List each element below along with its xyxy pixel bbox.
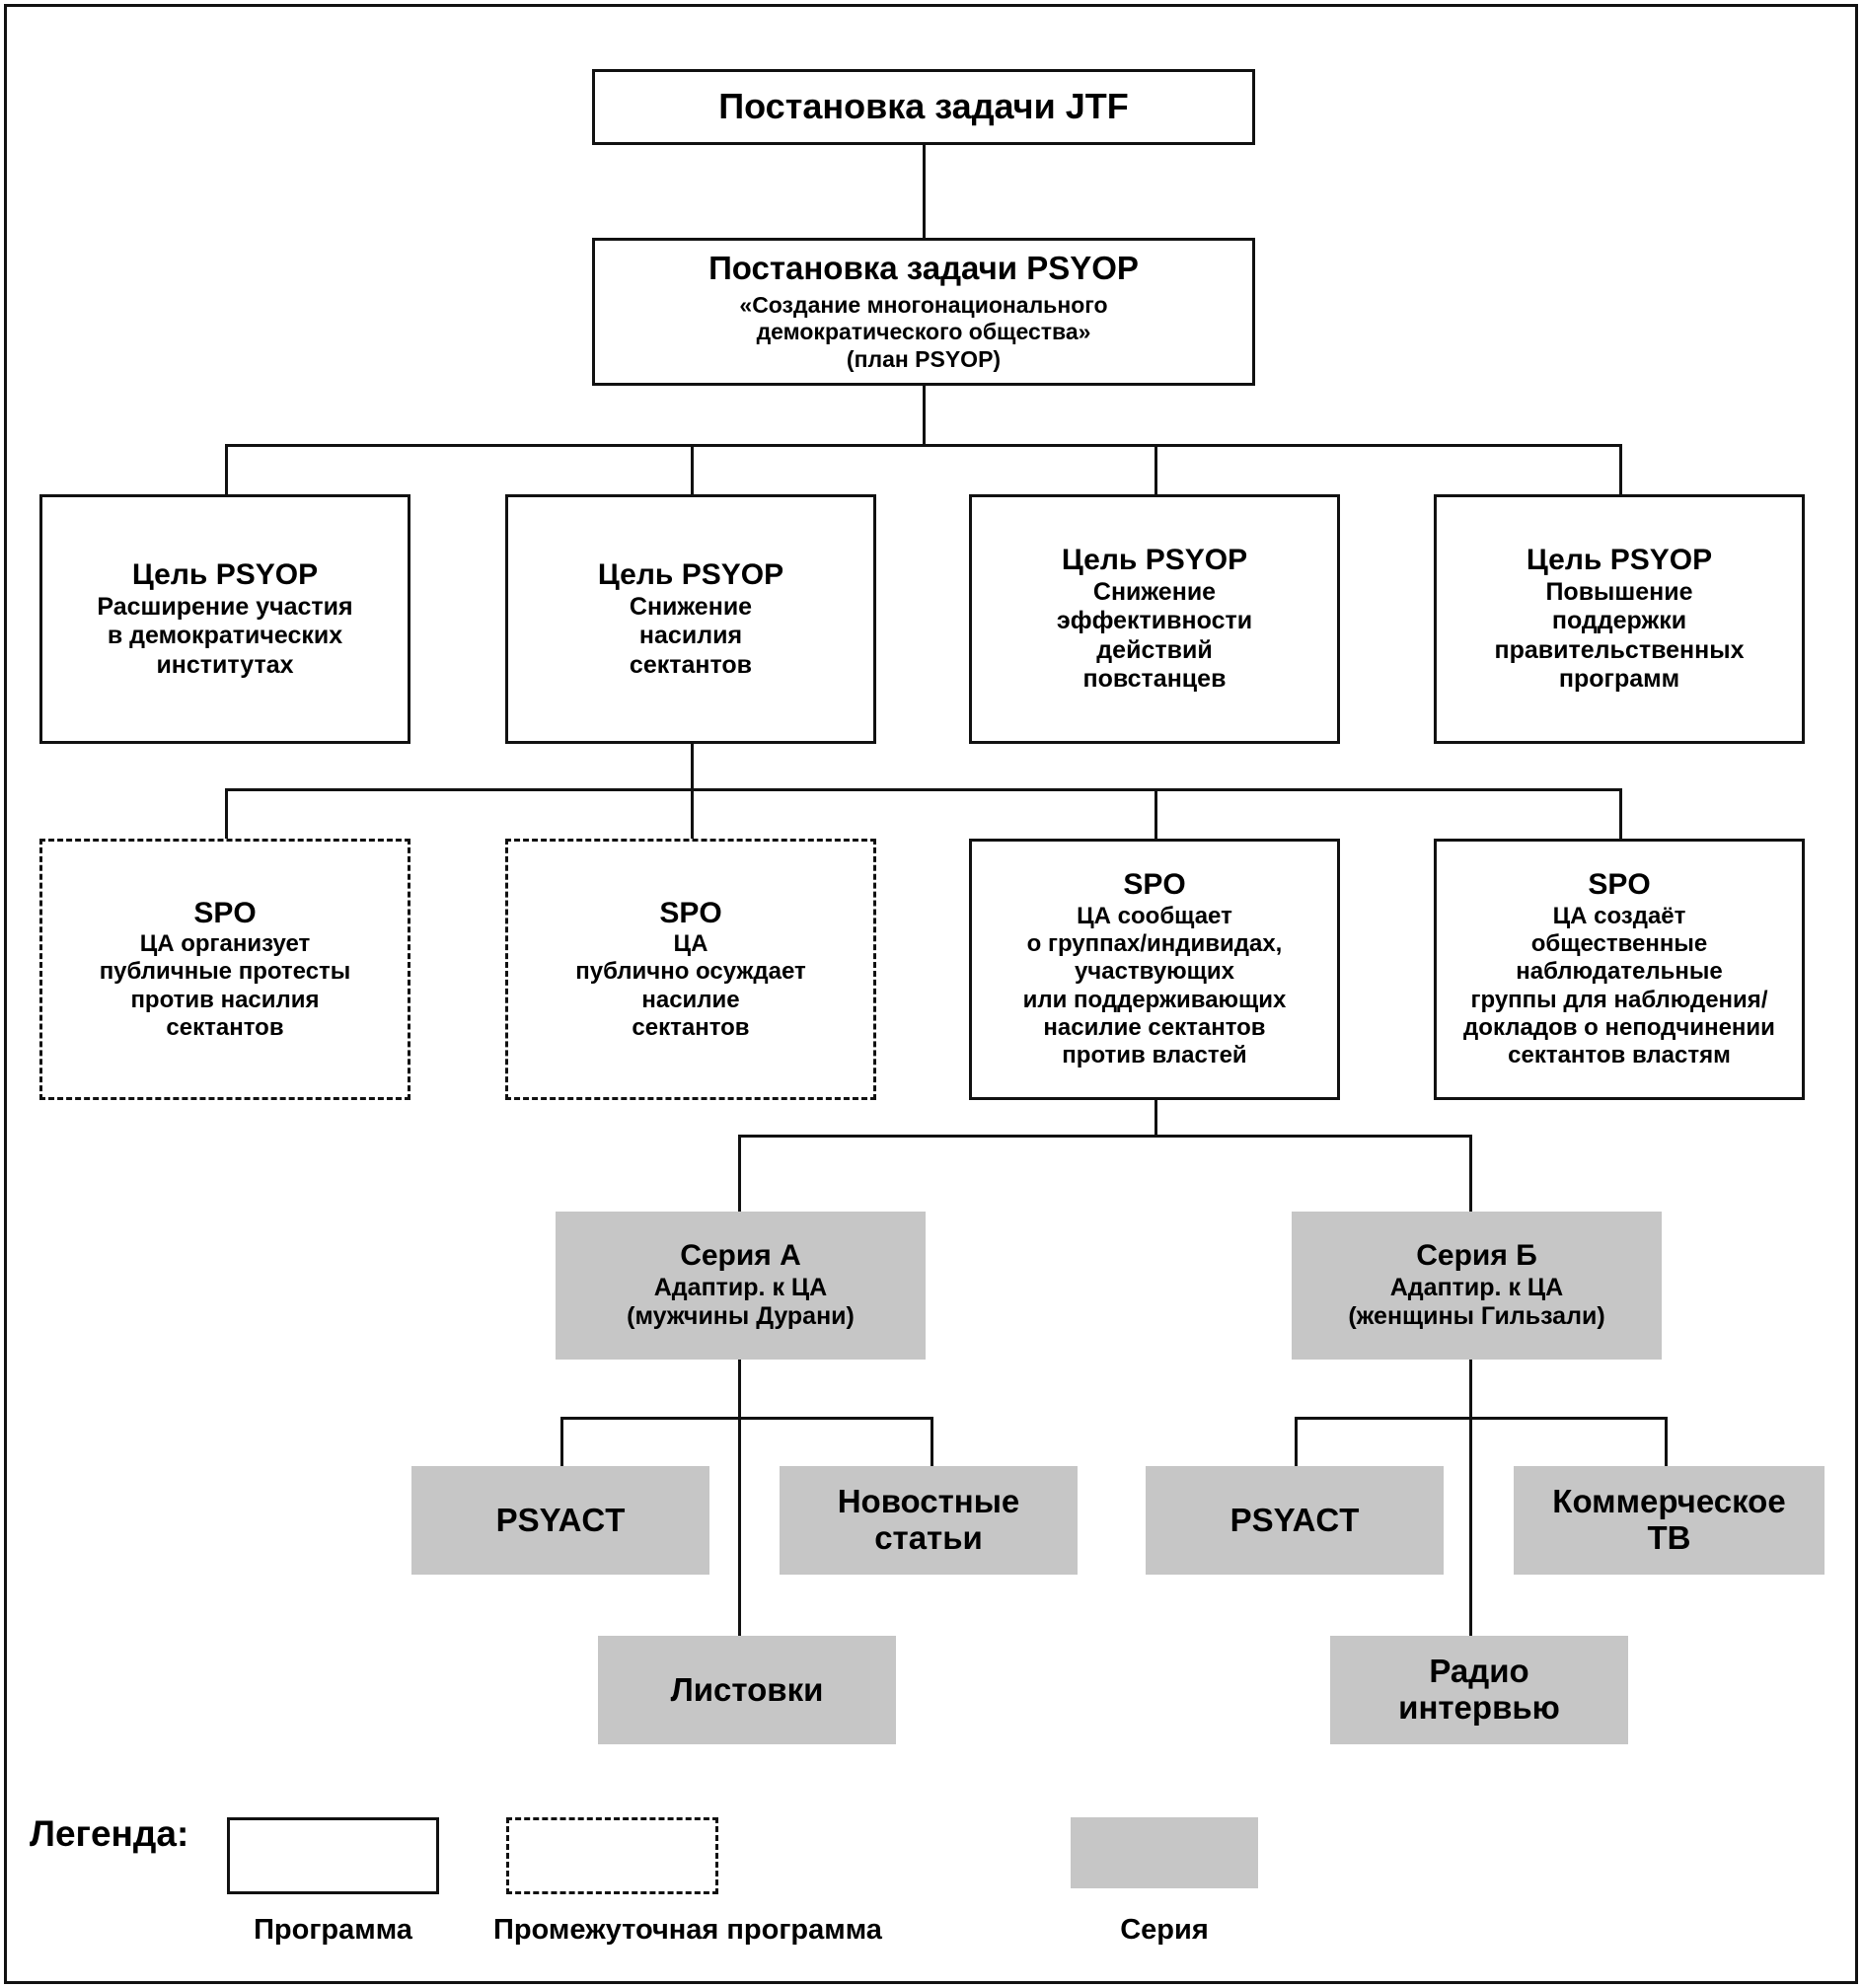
connector-goal-3-stem xyxy=(1154,444,1157,495)
connector-spo-2-stem xyxy=(691,788,694,840)
legend-swatch-interim-program xyxy=(506,1817,718,1894)
connector-spo3-drop xyxy=(1154,1099,1157,1137)
node-psyop-mission[interactable]: Постановка задачи PSYOP «Создание многон… xyxy=(592,238,1255,386)
node-product-psyact-a[interactable]: PSYACT xyxy=(411,1466,709,1575)
connector-goal-4-stem xyxy=(1619,444,1622,495)
node-product-commercial-tv[interactable]: Коммерческое ТВ xyxy=(1514,1466,1825,1575)
node-product-radio-interview[interactable]: Радио интервью xyxy=(1330,1636,1628,1744)
node-title: PSYACT xyxy=(1229,1501,1360,1538)
node-subtitle: ЦА организует публичные протесты против … xyxy=(99,930,351,1042)
node-title: Цель PSYOP xyxy=(131,557,319,591)
node-title: Цель PSYOP xyxy=(597,557,784,591)
connector-mission-drop xyxy=(923,385,926,446)
connector-spo-3-stem xyxy=(1154,788,1157,840)
connector-product-news-stem xyxy=(931,1417,933,1466)
node-goal-3[interactable]: Цель PSYOP Снижение эффективности действ… xyxy=(969,494,1340,744)
legend-swatch-series xyxy=(1071,1817,1258,1888)
connector-series-bus xyxy=(738,1135,1472,1138)
node-jtf-mission[interactable]: Постановка задачи JTF xyxy=(592,69,1255,145)
connector-product-psyact-b-stem xyxy=(1295,1417,1298,1466)
connector-goal-2-stem xyxy=(691,444,694,495)
legend-label-series: Серия xyxy=(1120,1914,1209,1946)
connector-goals-bus xyxy=(225,444,1621,447)
node-product-news-articles[interactable]: Новостные статьи xyxy=(780,1466,1078,1575)
node-spo-4[interactable]: SPO ЦА создаёт общественные наблюдательн… xyxy=(1434,839,1805,1100)
node-title: SPO xyxy=(659,896,722,929)
connector-spo-4-stem xyxy=(1619,788,1622,840)
connector-spo-1-stem xyxy=(225,788,228,840)
node-title: SPO xyxy=(1588,868,1651,902)
connector-product-radio-stem xyxy=(1469,1417,1472,1636)
connector-products-a-bus xyxy=(560,1417,933,1420)
node-product-psyact-b[interactable]: PSYACT xyxy=(1146,1466,1444,1575)
node-title: SPO xyxy=(1123,868,1186,902)
node-subtitle: Повышение поддержки правительственных пр… xyxy=(1494,577,1745,694)
connector-seriesa-drop xyxy=(738,1360,741,1419)
node-goal-4[interactable]: Цель PSYOP Повышение поддержки правитель… xyxy=(1434,494,1805,744)
legend: Легенда: Программа Промежуточная програм… xyxy=(0,1776,1862,1973)
node-title: Цель PSYOP xyxy=(1061,544,1248,577)
connector-series-b-stem xyxy=(1469,1135,1472,1212)
node-goal-1[interactable]: Цель PSYOP Расширение участия в демократ… xyxy=(39,494,410,744)
node-subtitle: «Создание многонационального демократиче… xyxy=(739,292,1108,372)
node-series-a[interactable]: Серия А Адаптир. к ЦА (мужчины Дурани) xyxy=(556,1212,926,1360)
node-subtitle: ЦА публично осуждает насилие сектантов xyxy=(575,930,806,1042)
node-spo-1[interactable]: SPO ЦА организует публичные протесты про… xyxy=(39,839,410,1100)
node-subtitle: Снижение эффективности действий повстанц… xyxy=(1056,577,1253,694)
legend-label-program: Программа xyxy=(254,1914,412,1946)
node-title: Листовки xyxy=(670,1670,824,1708)
node-subtitle: ЦА сообщает о группах/индивидах, участву… xyxy=(1022,902,1287,1069)
connector-product-leaflets-stem xyxy=(738,1417,741,1636)
node-title: Новостные статьи xyxy=(837,1483,1020,1556)
node-product-leaflets[interactable]: Листовки xyxy=(598,1636,896,1744)
node-subtitle: ЦА создаёт общественные наблюдательные г… xyxy=(1463,902,1775,1069)
node-title: Коммерческое ТВ xyxy=(1552,1483,1786,1556)
connector-goal-1-stem xyxy=(225,444,228,495)
connector-seriesb-drop xyxy=(1469,1360,1472,1419)
node-spo-3[interactable]: SPO ЦА сообщает о группах/индивидах, уча… xyxy=(969,839,1340,1100)
connector-spo-bus xyxy=(225,788,1621,791)
node-subtitle: Адаптир. к ЦА (мужчины Дурани) xyxy=(627,1273,855,1331)
node-subtitle: Расширение участия в демократических инс… xyxy=(97,592,353,679)
node-spo-2[interactable]: SPO ЦА публично осуждает насилие сектант… xyxy=(505,839,876,1100)
node-subtitle: Адаптир. к ЦА (женщины Гильзали) xyxy=(1348,1273,1605,1331)
node-goal-2[interactable]: Цель PSYOP Снижение насилия сектантов xyxy=(505,494,876,744)
node-title: Серия Б xyxy=(1416,1239,1537,1273)
node-title: Постановка задачи PSYOP xyxy=(708,250,1139,287)
node-title: Постановка задачи JTF xyxy=(718,86,1129,127)
connector-series-a-stem xyxy=(738,1135,741,1212)
node-title: Серия А xyxy=(680,1239,801,1273)
connector-products-b-bus xyxy=(1295,1417,1668,1420)
node-series-b[interactable]: Серия Б Адаптир. к ЦА (женщины Гильзали) xyxy=(1292,1212,1662,1360)
legend-label-interim-program: Промежуточная программа xyxy=(493,1914,882,1946)
node-title: SPO xyxy=(193,896,257,929)
legend-swatch-program xyxy=(227,1817,439,1894)
legend-title: Легенда: xyxy=(30,1813,189,1854)
node-title: PSYACT xyxy=(495,1501,626,1538)
node-title: Радио интервью xyxy=(1398,1653,1560,1726)
node-subtitle: Снижение насилия сектантов xyxy=(629,592,753,679)
connector-product-psyact-a-stem xyxy=(560,1417,563,1466)
node-title: Цель PSYOP xyxy=(1526,544,1713,577)
connector-root-to-mission xyxy=(923,144,926,238)
connector-goal2-drop xyxy=(691,743,694,790)
connector-product-tv-stem xyxy=(1665,1417,1668,1466)
